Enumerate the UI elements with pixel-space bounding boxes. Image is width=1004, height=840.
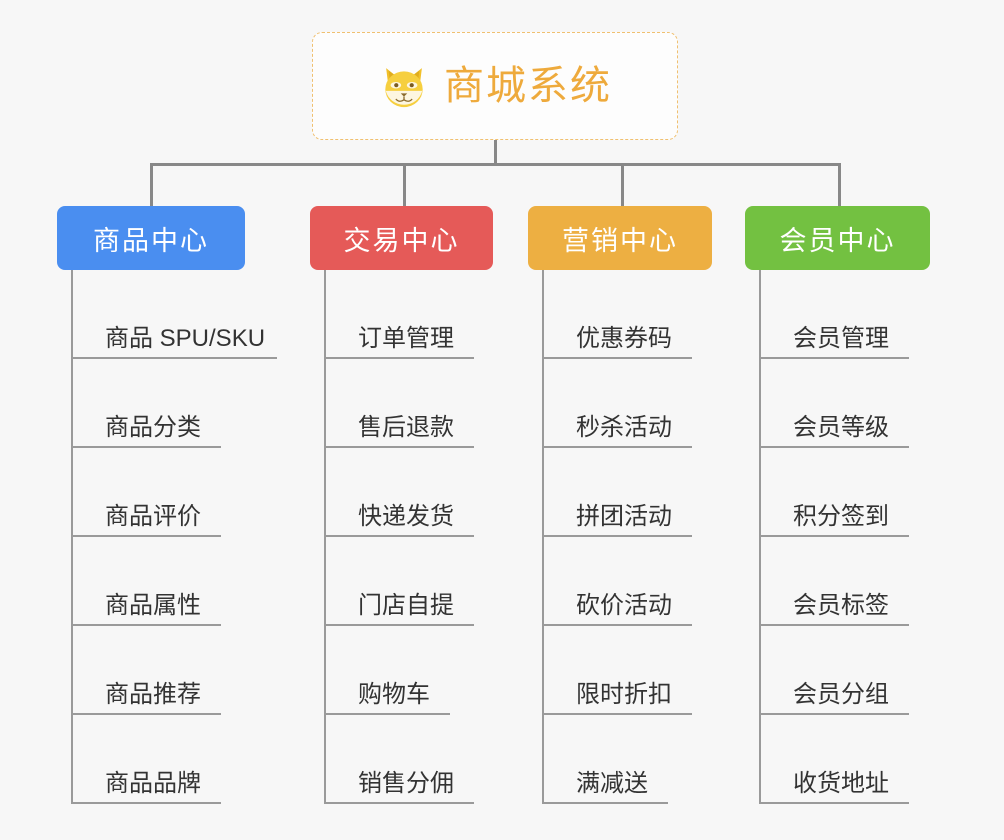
leaf-label: 会员等级 bbox=[793, 413, 889, 441]
leaf-underline bbox=[542, 446, 692, 448]
leaf-item[interactable]: 快递发货 bbox=[310, 448, 493, 537]
category-items-member: 会员管理 会员等级 积分签到 会员标签 会员分组 收货地址 bbox=[745, 270, 930, 804]
leaf-label: 销售分佣 bbox=[358, 769, 454, 797]
leaf-item[interactable]: 积分签到 bbox=[745, 448, 930, 537]
leaf-label: 收货地址 bbox=[793, 769, 889, 797]
leaf-underline bbox=[759, 446, 909, 448]
leaf-underline bbox=[324, 446, 474, 448]
leaf-item[interactable]: 秒杀活动 bbox=[528, 359, 712, 448]
category-column-marketing: 营销中心 优惠券码 秒杀活动 拼团活动 砍价活动 限时折扣 bbox=[528, 206, 712, 804]
leaf-label: 商品 SPU/SKU bbox=[105, 324, 266, 352]
leaf-underline bbox=[324, 535, 474, 537]
leaf-underline bbox=[542, 624, 692, 626]
leaf-item[interactable]: 收货地址 bbox=[745, 715, 930, 804]
leaf-label: 商品分类 bbox=[105, 413, 201, 441]
leaf-label: 砍价活动 bbox=[576, 591, 672, 619]
leaf-underline bbox=[324, 713, 450, 715]
column-spine bbox=[759, 270, 761, 804]
leaf-underline bbox=[71, 446, 221, 448]
leaf-underline bbox=[71, 535, 221, 537]
leaf-underline bbox=[542, 713, 692, 715]
leaf-item[interactable]: 商品品牌 bbox=[57, 715, 245, 804]
leaf-item[interactable]: 商品分类 bbox=[57, 359, 245, 448]
leaf-underline bbox=[71, 624, 221, 626]
leaf-label: 限时折扣 bbox=[576, 680, 672, 708]
leaf-label: 会员分组 bbox=[793, 680, 889, 708]
category-items-product: 商品 SPU/SKU 商品分类 商品评价 商品属性 商品推荐 商品品牌 bbox=[57, 270, 277, 804]
connector-drop-3 bbox=[621, 163, 624, 208]
leaf-label: 商品品牌 bbox=[105, 769, 201, 797]
leaf-underline bbox=[71, 357, 277, 359]
leaf-label: 会员标签 bbox=[793, 591, 889, 619]
leaf-item[interactable]: 会员标签 bbox=[745, 537, 930, 626]
leaf-label: 快递发货 bbox=[358, 502, 454, 530]
leaf-item[interactable]: 订单管理 bbox=[310, 270, 493, 359]
category-items-trade: 订单管理 售后退款 快递发货 门店自提 购物车 销售分佣 bbox=[310, 270, 493, 804]
column-spine bbox=[324, 270, 326, 804]
category-column-member: 会员中心 会员管理 会员等级 积分签到 会员标签 会员分组 bbox=[745, 206, 930, 804]
root-node[interactable]: 商城系统 bbox=[312, 32, 678, 140]
leaf-item[interactable]: 售后退款 bbox=[310, 359, 493, 448]
leaf-underline bbox=[324, 802, 474, 804]
connector-root-stem bbox=[494, 140, 497, 166]
connector-horizontal-bus bbox=[150, 163, 840, 166]
leaf-item[interactable]: 限时折扣 bbox=[528, 626, 712, 715]
leaf-item[interactable]: 商品属性 bbox=[57, 537, 245, 626]
leaf-label: 商品属性 bbox=[105, 591, 201, 619]
leaf-label: 商品评价 bbox=[105, 502, 201, 530]
category-header-marketing[interactable]: 营销中心 bbox=[528, 206, 712, 270]
leaf-underline bbox=[759, 802, 909, 804]
leaf-label: 商品推荐 bbox=[105, 680, 201, 708]
leaf-item[interactable]: 砍价活动 bbox=[528, 537, 712, 626]
root-title: 商城系统 bbox=[444, 64, 612, 108]
leaf-underline bbox=[759, 357, 909, 359]
leaf-label: 门店自提 bbox=[358, 591, 454, 619]
leaf-item[interactable]: 拼团活动 bbox=[528, 448, 712, 537]
leaf-label: 购物车 bbox=[358, 680, 430, 708]
leaf-underline bbox=[542, 357, 692, 359]
connector-drop-2 bbox=[403, 163, 406, 208]
leaf-label: 拼团活动 bbox=[576, 502, 672, 530]
leaf-item[interactable]: 商品推荐 bbox=[57, 626, 245, 715]
leaf-item[interactable]: 购物车 bbox=[310, 626, 493, 715]
category-items-marketing: 优惠券码 秒杀活动 拼团活动 砍价活动 限时折扣 满减送 bbox=[528, 270, 712, 804]
leaf-label: 秒杀活动 bbox=[576, 413, 672, 441]
leaf-item[interactable]: 销售分佣 bbox=[310, 715, 493, 804]
category-column-product: 商品中心 商品 SPU/SKU 商品分类 商品评价 商品属性 商品推荐 bbox=[57, 206, 277, 804]
leaf-item[interactable]: 门店自提 bbox=[310, 537, 493, 626]
leaf-label: 会员管理 bbox=[793, 324, 889, 352]
leaf-item[interactable]: 商品评价 bbox=[57, 448, 245, 537]
leaf-label: 订单管理 bbox=[358, 324, 454, 352]
leaf-underline bbox=[71, 713, 221, 715]
leaf-item[interactable]: 会员分组 bbox=[745, 626, 930, 715]
leaf-underline bbox=[759, 713, 909, 715]
leaf-underline bbox=[759, 624, 909, 626]
category-header-product[interactable]: 商品中心 bbox=[57, 206, 245, 270]
leaf-item[interactable]: 会员等级 bbox=[745, 359, 930, 448]
column-spine bbox=[71, 270, 73, 804]
leaf-label: 满减送 bbox=[576, 769, 648, 797]
category-column-trade: 交易中心 订单管理 售后退款 快递发货 门店自提 购物车 bbox=[310, 206, 493, 804]
leaf-item[interactable]: 会员管理 bbox=[745, 270, 930, 359]
leaf-item[interactable]: 满减送 bbox=[528, 715, 712, 804]
leaf-label: 售后退款 bbox=[358, 413, 454, 441]
leaf-underline bbox=[324, 357, 474, 359]
leaf-item[interactable]: 商品 SPU/SKU bbox=[57, 270, 277, 359]
leaf-underline bbox=[542, 535, 692, 537]
leaf-label: 优惠券码 bbox=[576, 324, 672, 352]
leaf-underline bbox=[759, 535, 909, 537]
connector-drop-1 bbox=[150, 163, 153, 208]
category-header-trade[interactable]: 交易中心 bbox=[310, 206, 493, 270]
column-spine bbox=[542, 270, 544, 804]
shiba-dog-face-icon bbox=[385, 68, 423, 108]
connector-drop-4 bbox=[838, 163, 841, 208]
leaf-label: 积分签到 bbox=[793, 502, 889, 530]
leaf-underline bbox=[542, 802, 668, 804]
leaf-underline bbox=[324, 624, 474, 626]
category-header-member[interactable]: 会员中心 bbox=[745, 206, 930, 270]
leaf-item[interactable]: 优惠券码 bbox=[528, 270, 712, 359]
leaf-underline bbox=[71, 802, 221, 804]
